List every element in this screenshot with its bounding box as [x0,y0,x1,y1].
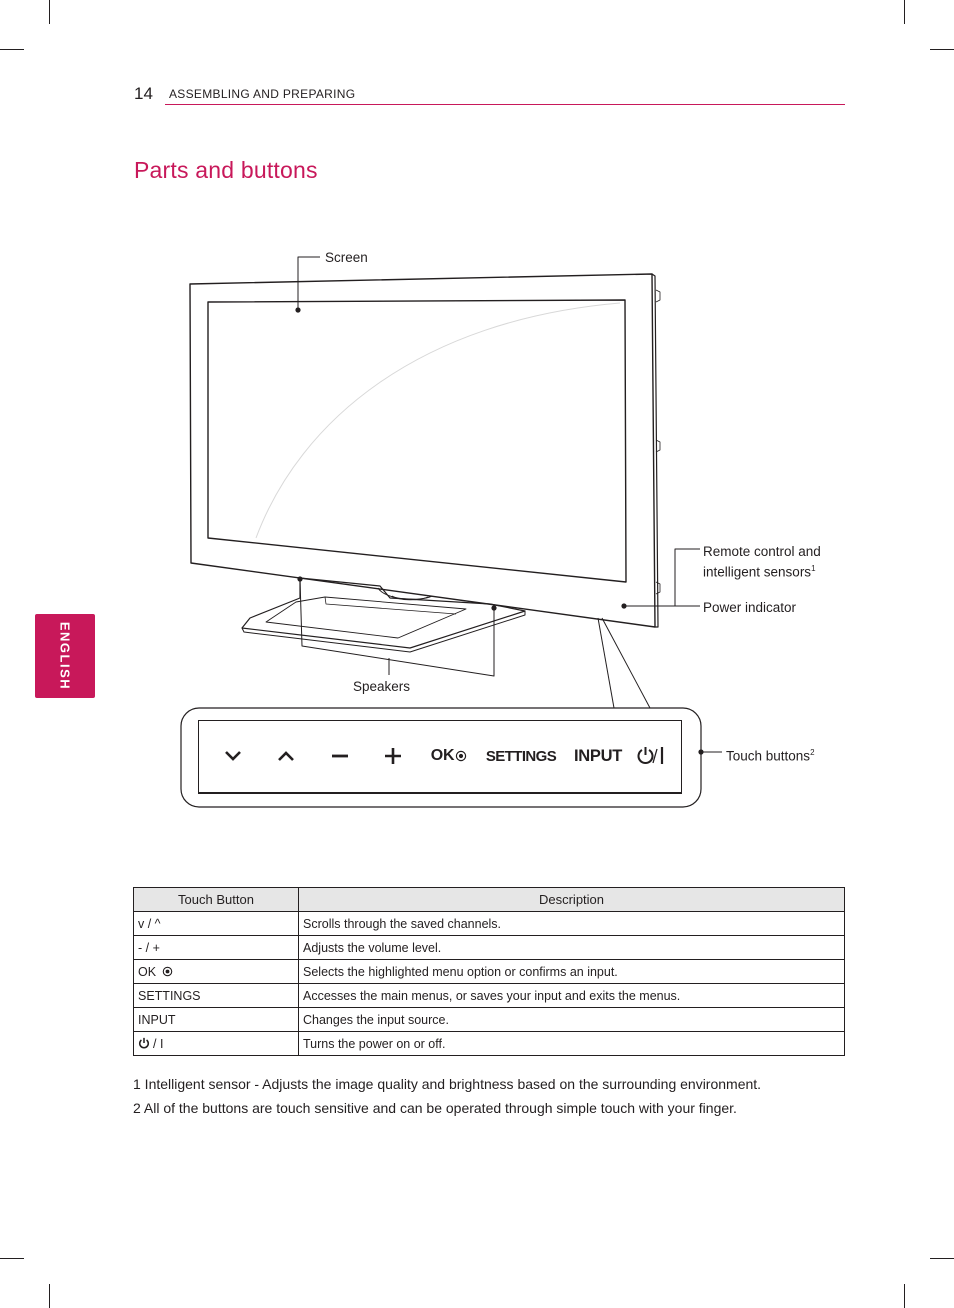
ok-cell-text: OK [138,964,157,979]
table-row: OK Selects the highlighted menu option o… [133,959,845,984]
ok-button-glyph: OK [428,743,470,769]
power-indicator-label: Power indicator [703,600,797,615]
page-number: 14 [134,84,153,103]
button-cell: - / + [133,935,299,960]
speakers-label: Speakers [353,679,411,694]
header-rule [165,104,845,105]
footnote-2: 2 All of the buttons are touch sensitive… [133,1100,737,1116]
button-cell: OK [133,959,299,984]
power-icon [138,1037,150,1048]
power-cell-text: / I [153,1036,164,1051]
section-title: ASSEMBLING AND PREPARING [169,87,356,101]
description-cell: Adjusts the volume level. [298,935,845,960]
screen-label: Screen [325,250,368,265]
footnote-1: 1 Intelligent sensor - Adjusts the image… [133,1076,762,1092]
button-cell: SETTINGS [133,983,299,1008]
minus-icon [327,743,353,769]
touch-button-panel: OK SETTINGS INPUT [198,720,682,794]
description-cell: Changes the input source. [298,1007,845,1032]
settings-label: SETTINGS [485,747,557,765]
tv-screen [207,299,627,583]
remote-sensor-label-line1: Remote control and [703,544,821,559]
column-header: Description [298,887,845,912]
footnote-ref-1: 1 [811,564,816,573]
remote-sensor-label-line2: intelligent sensors1 [703,560,821,581]
ok-circle-icon [162,966,172,976]
table-row: / I Turns the power on or off. [133,1031,845,1056]
footnote-ref-2: 2 [810,748,815,757]
description-cell: Accesses the main menus, or saves your i… [298,983,845,1008]
chevron-up-icon [274,743,298,769]
touch-button-table: Touch Button Description v / ^ Scrolls t… [133,887,845,1056]
remote-sensor-label-text: intelligent sensors [703,564,812,580]
table-row: SETTINGS Accesses the main menus, or sav… [133,983,845,1008]
description-cell: Turns the power on or off. [298,1031,845,1056]
description-cell: Selects the highlighted menu option or c… [298,959,845,984]
power-icon [635,743,667,769]
input-glyph: INPUT [571,743,625,769]
language-tab: ENGLISH [35,614,95,698]
table-row: INPUT Changes the input source. [133,1007,845,1032]
touch-buttons-label-text: Touch buttons [726,748,811,764]
ok-label: OK [430,747,455,764]
chevron-down-icon [221,743,245,769]
table-header-row: Touch Button Description [133,887,845,912]
button-cell: / I [133,1031,299,1056]
tv-stand [241,577,526,653]
plus-icon [380,743,406,769]
button-cell: v / ^ [133,911,299,936]
touch-buttons-label: Touch buttons2 [726,744,815,765]
table-row: v / ^ Scrolls through the saved channels… [133,911,845,936]
tv-diagram [180,256,722,808]
remote-sensor-label: Remote control and intelligent sensors1 [703,543,821,581]
column-header: Touch Button [133,887,299,912]
table-row: - / + Adjusts the volume level. [133,935,845,960]
description-cell: Scrolls through the saved channels. [298,911,845,936]
ok-circle-icon [456,750,467,762]
tv-bezel [189,273,656,628]
page-title: Parts and buttons [134,157,318,183]
button-cell: INPUT [133,1007,299,1032]
input-label: INPUT [573,746,622,765]
settings-glyph: SETTINGS [485,743,557,769]
